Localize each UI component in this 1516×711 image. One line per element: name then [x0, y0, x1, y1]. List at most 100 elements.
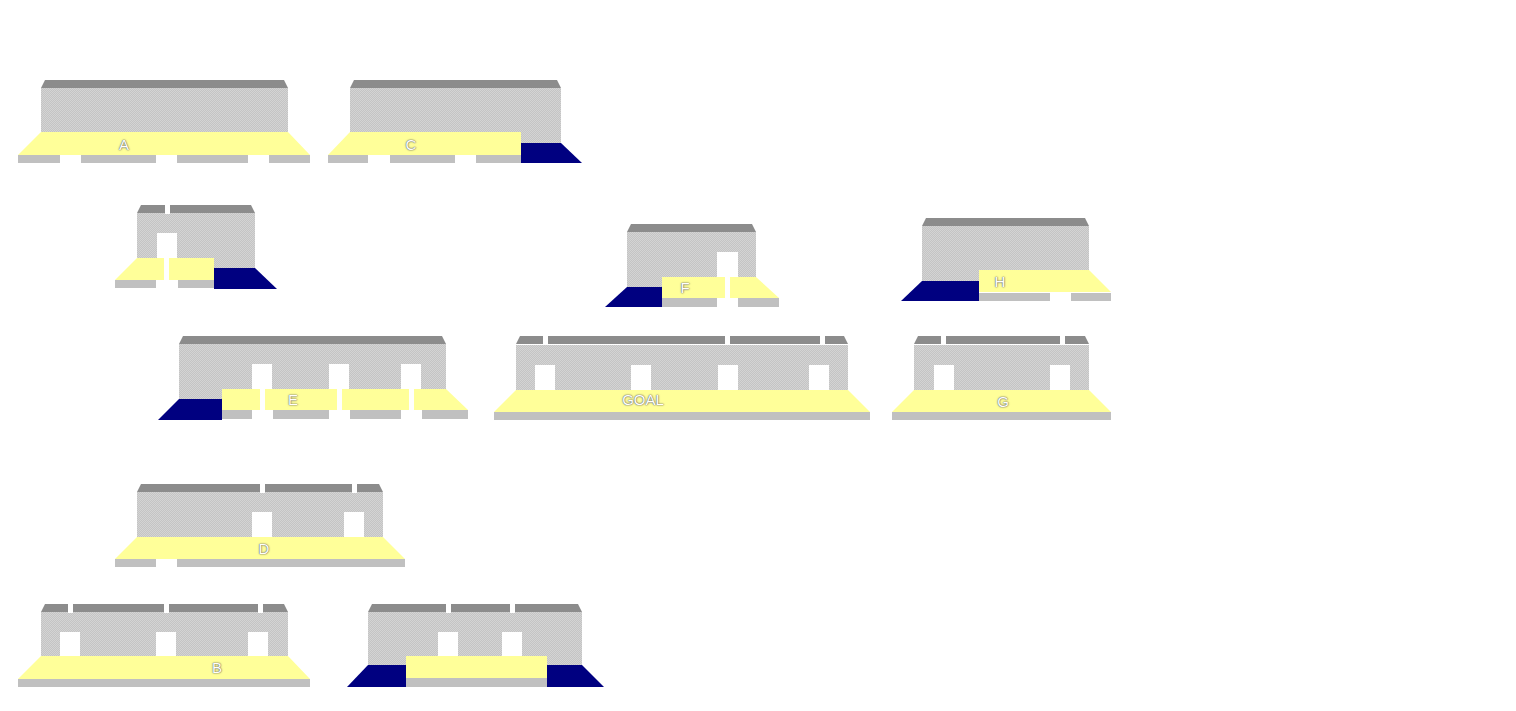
cap-gap: [260, 484, 265, 493]
cap-layer: [137, 205, 255, 213]
base-strip: [350, 410, 401, 419]
structure-label: G: [997, 394, 1009, 409]
base-strip: [406, 678, 547, 687]
cap-gap: [446, 604, 451, 613]
base-strip: [328, 155, 368, 163]
slot-opening: [60, 632, 80, 656]
structure-label: C: [406, 137, 417, 152]
cap-gap: [1060, 336, 1065, 345]
base-strip: [1071, 293, 1111, 301]
base-strip: [979, 293, 1050, 301]
yellow-band: [730, 277, 779, 298]
structure-label: B: [212, 660, 222, 675]
structure-figure: [328, 80, 582, 163]
cap-gap: [164, 604, 169, 613]
slot-opening: [1050, 365, 1070, 390]
cap-gap: [820, 336, 825, 345]
navy-block: [547, 665, 604, 687]
yellow-band: [328, 132, 521, 155]
cap-layer: [368, 604, 582, 612]
structure-label: H: [995, 274, 1006, 289]
cap-layer: [179, 336, 446, 344]
base-strip: [476, 155, 521, 163]
cap-gap: [258, 604, 263, 613]
body-block: [922, 270, 979, 281]
structure-figure: [605, 224, 779, 307]
yellow-band: [265, 389, 337, 410]
cap-layer: [516, 336, 848, 344]
body-block: [516, 345, 848, 390]
base-strip: [390, 155, 455, 163]
labeled-structure: E: [158, 336, 468, 420]
body-block: [41, 612, 288, 656]
slot-opening: [344, 512, 364, 537]
base-strip: [662, 298, 717, 307]
base-strip: [81, 155, 156, 163]
labeled-structure: C: [328, 80, 582, 163]
structure-label: A: [119, 137, 129, 152]
slot-opening: [631, 365, 651, 390]
navy-block: [901, 281, 979, 301]
structure-label: GOAL: [622, 392, 664, 407]
structure-figure: [115, 484, 405, 567]
body-block: [179, 389, 222, 399]
cap-layer: [922, 218, 1089, 226]
base-strip: [494, 412, 870, 420]
cap-gap: [543, 336, 548, 345]
base-strip: [222, 410, 252, 419]
yellow-band: [494, 390, 870, 412]
slot-opening: [252, 364, 272, 389]
base-strip: [273, 410, 329, 419]
body-block: [179, 344, 446, 389]
base-strip: [269, 155, 310, 163]
yellow-band: [169, 258, 214, 280]
yellow-band: [222, 389, 260, 410]
slot-opening: [718, 365, 738, 390]
yellow-band: [342, 389, 409, 410]
labeled-structure: GOAL: [494, 336, 870, 420]
body-block: [922, 226, 1089, 270]
body-block: [41, 88, 288, 132]
slot-opening: [535, 365, 555, 390]
structure-label: D: [259, 541, 270, 556]
labeled-structure: H: [901, 218, 1111, 301]
body-block: [627, 277, 662, 287]
structure-figure: [347, 604, 604, 687]
slot-opening: [156, 632, 176, 656]
body-block: [214, 258, 255, 268]
yellow-band: [18, 132, 310, 155]
base-strip: [18, 155, 60, 163]
labeled-structure: A: [18, 80, 310, 163]
cap-gap: [352, 484, 357, 493]
body-block: [627, 232, 756, 277]
yellow-band: [892, 390, 1111, 412]
yellow-band: [979, 270, 1111, 292]
navy-block: [347, 665, 406, 687]
slot-opening: [809, 365, 829, 390]
structure-figure: [18, 80, 310, 163]
base-strip: [178, 280, 214, 288]
base-strip: [18, 679, 310, 687]
cap-layer: [914, 336, 1089, 344]
base-strip: [892, 412, 1111, 420]
structure-label: F: [680, 280, 689, 295]
base-strip: [177, 559, 405, 567]
navy-block: [158, 399, 222, 420]
yellow-band: [115, 537, 405, 559]
structure-figure: [494, 336, 870, 420]
structure-figure: [18, 604, 310, 687]
cap-layer: [41, 80, 288, 88]
base-strip: [177, 155, 248, 163]
slot-opening: [934, 365, 954, 390]
cap-gap: [165, 205, 170, 214]
base-strip: [115, 280, 156, 288]
cap-gap: [725, 336, 730, 345]
labeled-structure: D: [115, 484, 405, 567]
slot-opening: [717, 252, 738, 277]
slot-opening: [329, 364, 349, 389]
cap-gap: [941, 336, 946, 345]
navy-block: [605, 287, 662, 307]
slot-opening: [248, 632, 268, 656]
body-block: [137, 213, 255, 258]
